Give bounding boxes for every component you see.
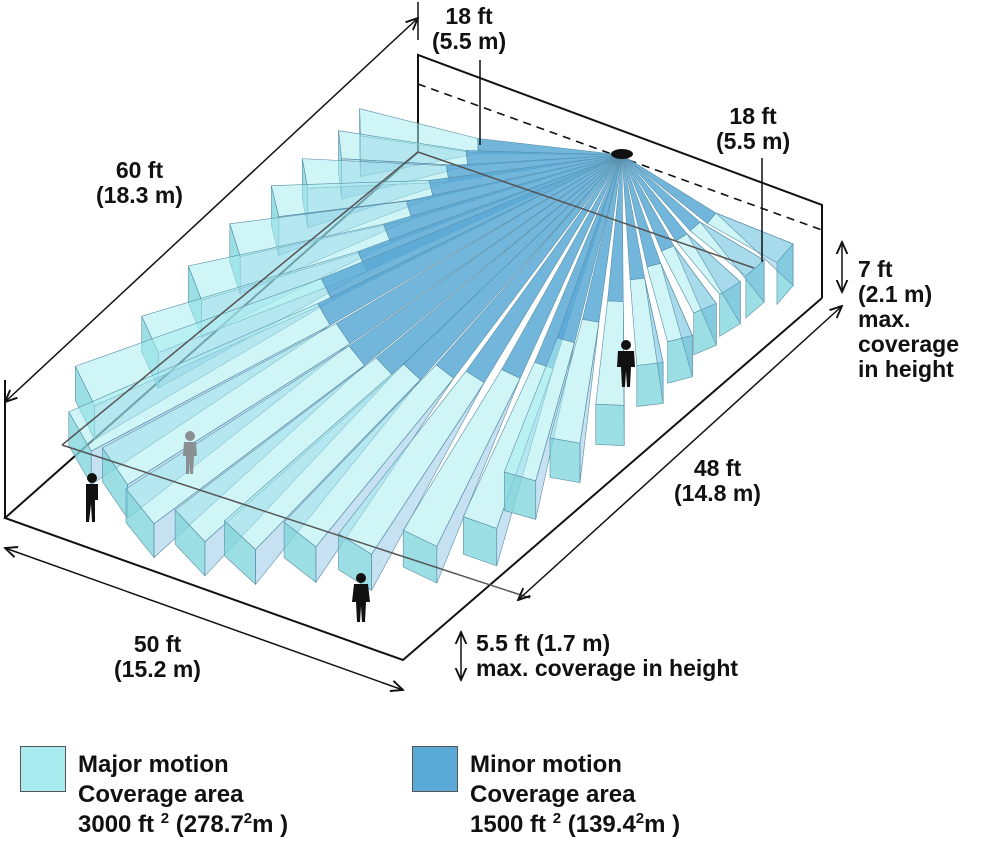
label-50ft: 50 ft (15.2 m)	[114, 632, 201, 682]
legend-minor-area: 1500 ft 2 (139.42m )	[470, 810, 680, 840]
label-18ft-left-m: (5.5 m)	[432, 28, 507, 54]
label-5-5ft-value: 5.5 ft (1.7 m)	[476, 630, 611, 656]
dim-line-60ft	[5, 18, 418, 402]
label-18ft-right: 18 ft (5.5 m)	[716, 104, 790, 154]
label-7ft-m: (2.1 m)	[858, 281, 933, 307]
label-60ft-ft: 60 ft	[115, 157, 164, 183]
dim-line-48ft	[518, 306, 842, 600]
label-7ft: 7 ft (2.1 m) max. coverage in height	[858, 257, 959, 382]
label-18ft-left: 18 ft (5.5 m)	[432, 4, 506, 54]
label-50ft-m: (15.2 m)	[114, 656, 201, 682]
legend-minor-area-value: 1500 ft	[470, 811, 547, 838]
label-18ft-right-m: (5.5 m)	[716, 128, 791, 154]
motion-sensor-icon	[611, 149, 633, 159]
legend-major-subtitle: Coverage area	[78, 781, 244, 808]
label-48ft: 48 ft (14.8 m)	[674, 456, 761, 506]
legend-swatch-major	[20, 746, 66, 792]
person-icon	[183, 431, 197, 474]
major-motion-beam-side	[686, 233, 741, 325]
legend-major-area-metric-exp: 2	[243, 810, 253, 827]
label-5-5ft: 5.5 ft (1.7 m) max. coverage in height	[476, 631, 738, 681]
label-7ft-note-1: max.	[858, 306, 911, 332]
legend-text-major: Major motion Coverage area 3000 ft 2 (27…	[78, 750, 288, 840]
major-motion-beam-side	[715, 212, 794, 287]
label-48ft-m: (14.8 m)	[674, 480, 761, 506]
label-5-5ft-note: max. coverage in height	[476, 655, 739, 681]
person-icon	[86, 473, 98, 522]
label-50ft-ft: 50 ft	[133, 631, 182, 657]
label-48ft-ft: 48 ft	[693, 455, 742, 481]
legend-minor-title: Minor motion	[470, 751, 622, 778]
legend-minor-area-exp: 2	[552, 810, 562, 827]
label-18ft-right-ft: 18 ft	[729, 103, 777, 129]
legend-swatch-minor	[412, 746, 458, 792]
legend-minor-area-metric: (139.4	[567, 811, 636, 838]
legend-major-area: 3000 ft 2 (278.72m )	[78, 810, 288, 840]
legend-minor-area-metric-exp: 2	[635, 810, 645, 827]
legend-minor-subtitle: Coverage area	[470, 781, 636, 808]
person-icon	[617, 340, 635, 387]
label-7ft-ft: 7 ft	[858, 256, 893, 282]
legend-minor-area-metric-unit: m )	[644, 811, 681, 838]
dim-line-50ft	[5, 548, 403, 690]
major-motion-beam-side	[699, 221, 765, 303]
label-7ft-note-2: coverage	[858, 331, 960, 357]
legend-major-area-value: 3000 ft	[78, 811, 155, 838]
major-motion-beam-side	[436, 378, 521, 584]
label-18ft-left-ft: 18 ft	[445, 3, 493, 29]
label-7ft-note-3: in height	[858, 356, 954, 382]
people-silhouettes	[86, 340, 635, 622]
legend-major-area-metric-unit: m )	[252, 811, 289, 838]
person-icon	[352, 573, 370, 622]
legend-major-title: Major motion	[78, 751, 229, 778]
label-60ft: 60 ft (18.3 m)	[96, 158, 183, 208]
legend-major-area-metric: (278.7	[175, 811, 244, 838]
legend-major-area-exp: 2	[160, 810, 170, 827]
label-60ft-m: (18.3 m)	[96, 182, 183, 208]
dimension-lines	[5, 2, 842, 690]
legend-text-minor: Minor motion Coverage area 1500 ft 2 (13…	[470, 750, 680, 840]
